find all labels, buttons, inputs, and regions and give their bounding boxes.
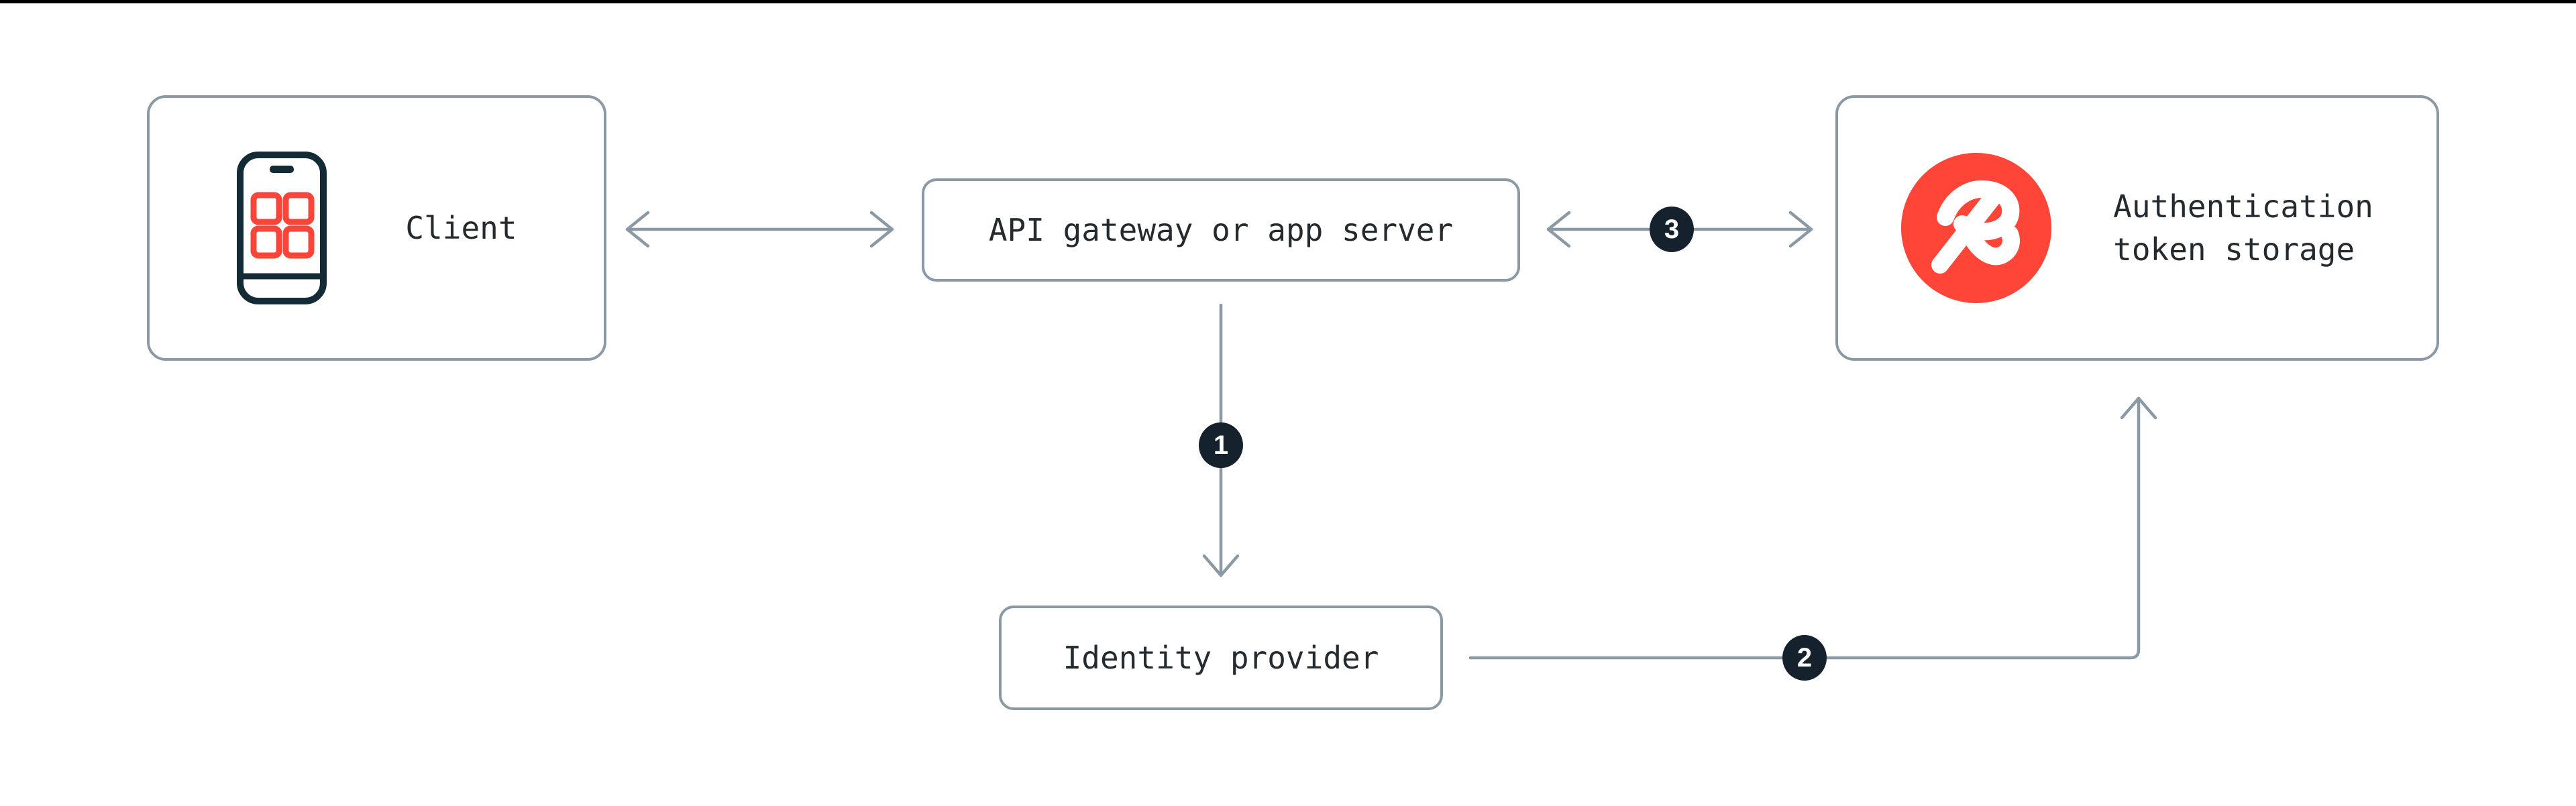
- identity-provider-label: Identity provider: [1063, 640, 1379, 676]
- redis-logo: [1901, 153, 2052, 303]
- phone-speaker-dash: [270, 166, 294, 173]
- identity-provider-node: Identity provider: [999, 606, 1443, 710]
- step-3-badge: 3: [1650, 207, 1694, 252]
- mobile-app-phone-icon: [237, 152, 327, 304]
- auth-token-storage-label: Authentication token storage: [2113, 185, 2373, 271]
- identity-authstorage-elbow-arrow: [1468, 396, 2157, 660]
- top-border-bar: [0, 0, 2576, 3]
- app-square: [250, 225, 282, 259]
- app-square: [282, 192, 315, 225]
- app-square: [250, 192, 282, 225]
- api-gateway-label: API gateway or app server: [988, 212, 1454, 248]
- auth-token-storage-node: Authentication token storage: [1835, 95, 2439, 361]
- auth-label-line2: token storage: [2113, 231, 2355, 268]
- app-square: [282, 225, 315, 259]
- step-2-badge: 2: [1782, 635, 1827, 681]
- client-gateway-double-arrow: [625, 211, 894, 248]
- client-node: Client: [147, 95, 606, 361]
- auth-node-content: Authentication token storage: [1901, 153, 2373, 303]
- client-label: Client: [405, 210, 517, 246]
- step-1-badge: 1: [1199, 422, 1243, 468]
- client-node-content: Client: [236, 151, 517, 305]
- api-gateway-node: API gateway or app server: [922, 178, 1520, 282]
- auth-label-line1: Authentication: [2113, 188, 2373, 225]
